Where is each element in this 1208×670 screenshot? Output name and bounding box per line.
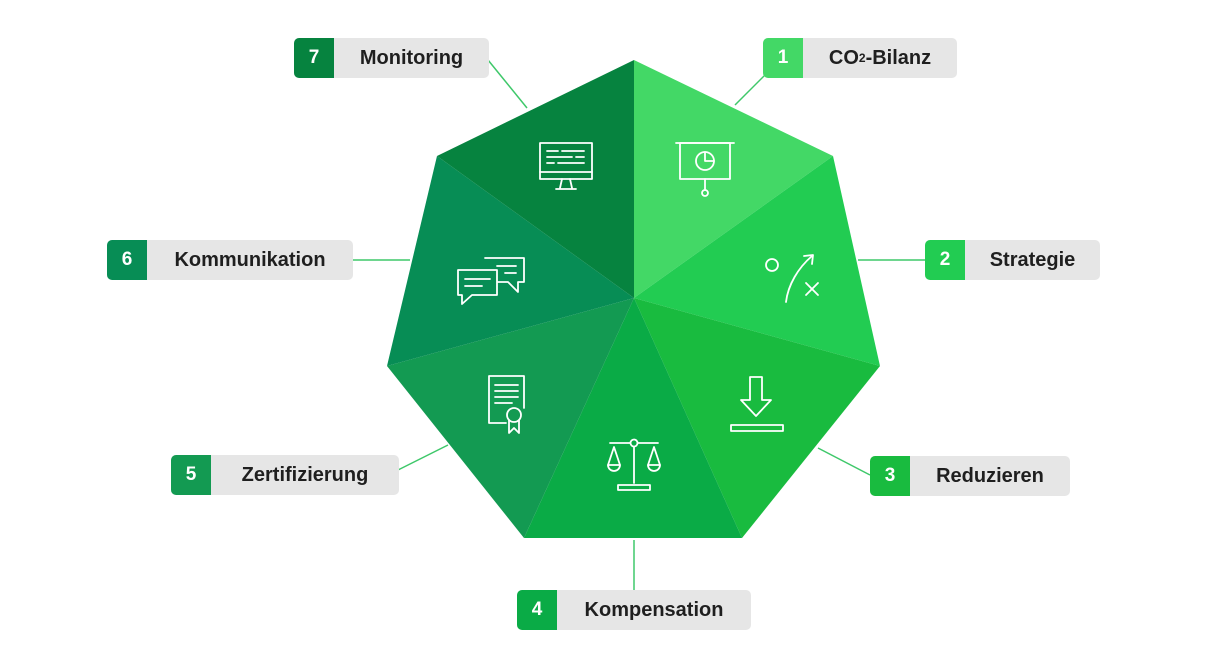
step-number: 2 <box>925 240 965 280</box>
segment-kompensation[interactable] <box>524 298 742 538</box>
step-title: Kommunikation <box>174 248 326 271</box>
connectors <box>353 59 925 590</box>
download-arrow-icon <box>730 376 784 432</box>
step-title: Zertifizierung <box>241 463 369 486</box>
segments <box>387 60 880 538</box>
presentation-chart-icon <box>675 142 735 197</box>
step-number: 3 <box>870 456 910 496</box>
connector-5 <box>397 444 449 471</box>
segment-monitoring[interactable] <box>437 60 634 298</box>
segment-kommunikation[interactable] <box>387 156 634 366</box>
step-label-kompensation[interactable]: 4 Kompensation <box>517 590 751 630</box>
step-label-zertifizierung[interactable]: 5 Zertifizierung <box>171 455 399 495</box>
segment-reduzieren[interactable] <box>634 298 880 538</box>
segment-zertifizierung[interactable] <box>387 298 634 538</box>
step-label-monitoring[interactable]: 7 Monitoring <box>294 38 489 78</box>
balance-scale-icon <box>607 438 661 491</box>
step-number: 7 <box>294 38 334 78</box>
step-title: Strategie <box>989 248 1076 271</box>
step-title: Reduzieren <box>936 464 1044 487</box>
step-title: Kompensation <box>584 598 724 621</box>
step-label-strategie[interactable]: 2 Strategie <box>925 240 1100 280</box>
step-number: 4 <box>517 590 557 630</box>
step-label-reduzieren[interactable]: 3 Reduzieren <box>870 456 1070 496</box>
strategy-play-icon <box>765 254 819 303</box>
step-number: 5 <box>171 455 211 495</box>
connector-3 <box>817 447 871 476</box>
step-number: 6 <box>107 240 147 280</box>
connector-7 <box>487 59 528 109</box>
step-label-kommunikation[interactable]: 6 Kommunikation <box>107 240 353 280</box>
step-number: 1 <box>763 38 803 78</box>
monitor-icon <box>539 142 593 190</box>
chat-bubbles-icon <box>457 257 525 305</box>
segment-strategie[interactable] <box>634 156 880 366</box>
step-title: Monitoring <box>359 46 464 69</box>
certificate-icon <box>488 375 525 434</box>
segment-co2-bilanz[interactable] <box>634 60 833 298</box>
